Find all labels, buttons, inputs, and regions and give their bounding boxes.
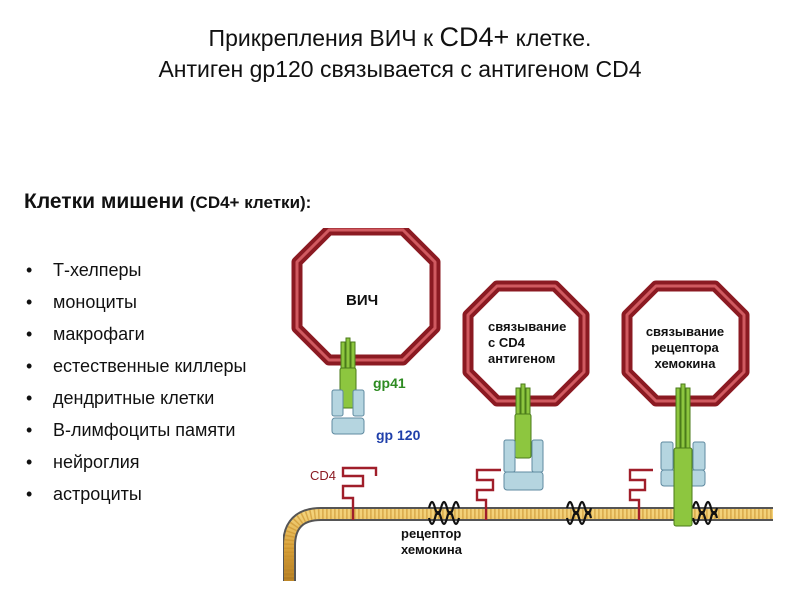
bullet: • (26, 452, 33, 472)
hiv-virion (291, 228, 441, 366)
bullet: • (26, 292, 33, 312)
list-item-label: моноциты (53, 292, 137, 312)
receptor-label-line: хемокина (401, 542, 463, 557)
slide-title: Прикрепления ВИЧ к CD4+ клетке. Антиген … (0, 22, 800, 85)
bullet: • (26, 388, 33, 408)
cd4-molecule (475, 468, 501, 520)
hiv-binding-diagram: ВИЧ gp41 gp 120 CD4 связывание с CD4 ант… (283, 228, 773, 581)
list-item: • дендритные клетки (26, 382, 246, 414)
step2-label-line: антигеном (488, 351, 555, 366)
cell-membrane (283, 507, 773, 581)
gp120-protein (503, 439, 544, 491)
list-item-label: макрофаги (53, 324, 145, 344)
gp120-protein (331, 389, 365, 435)
step3-label-line: рецептора (651, 340, 719, 355)
list-item: • нейроглия (26, 446, 246, 478)
list-item: • моноциты (26, 286, 246, 318)
virion-binding-cd4 (462, 280, 590, 407)
gp120-label: gp 120 (376, 427, 421, 443)
diagram-canvas: ВИЧ gp41 gp 120 CD4 связывание с CD4 ант… (283, 228, 773, 581)
list-item-label: астроциты (53, 484, 142, 504)
bullet: • (26, 260, 33, 280)
bullet: • (26, 420, 33, 440)
cd4-label: CD4 (310, 468, 336, 483)
step3-label-line: хемокина (655, 356, 717, 371)
title-line-1: Прикрепления ВИЧ к CD4+ клетке. (0, 22, 800, 54)
list-item: • макрофаги (26, 318, 246, 350)
virion-binding-receptor (621, 280, 750, 407)
gp41-label: gp41 (373, 375, 406, 391)
cd4-molecule (341, 466, 378, 520)
list-item: • В-лимфоциты памяти (26, 414, 246, 446)
step2-label-line: связывание (488, 319, 566, 334)
heading-main: Клетки мишени (24, 190, 190, 213)
step3-label-line: связывание (646, 324, 724, 339)
list-item-label: Т-хелперы (53, 260, 142, 280)
chemokine-receptor (691, 500, 719, 526)
step2-label-line: с CD4 (488, 335, 526, 350)
bullet: • (26, 484, 33, 504)
heading-paren: (CD4+ клетки): (189, 193, 312, 212)
target-cells-heading: Клетки мишени (CD4+ клетки): (24, 190, 311, 214)
title-part: Прикрепления ВИЧ к (208, 25, 440, 51)
list-item: • астроциты (26, 478, 246, 510)
virus-label: ВИЧ (346, 292, 378, 309)
receptor-label-line: рецептор (401, 526, 461, 541)
list-item-label: дендритные клетки (53, 388, 215, 408)
gp41-protein (514, 383, 532, 459)
title-line-2: Антиген gp120 связывается с антигеном CD… (158, 56, 642, 82)
list-item: • естественные киллеры (26, 350, 246, 382)
chemokine-receptor (427, 500, 461, 526)
list-item-label: В-лимфоциты памяти (53, 420, 236, 440)
list-item-label: естественные киллеры (53, 356, 247, 376)
chemokine-receptor (565, 500, 593, 526)
list-item: • Т-хелперы (26, 254, 246, 286)
gp41-protein (673, 383, 693, 527)
cd4-molecule (628, 468, 653, 520)
list-item-label: нейроглия (53, 452, 140, 472)
title-cd4: CD4+ (439, 22, 510, 52)
title-part: клетке. (509, 25, 592, 51)
bullet: • (26, 356, 33, 376)
bullet: • (26, 324, 33, 344)
target-cells-list: • Т-хелперы • моноциты • макрофаги • естеств… (26, 254, 246, 510)
